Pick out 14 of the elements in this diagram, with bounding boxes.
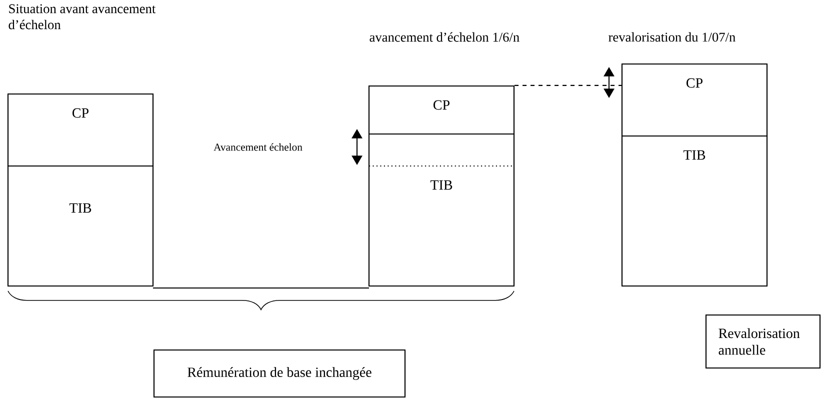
cp-section: CP [368, 85, 515, 135]
cp-section: CP [7, 93, 154, 167]
text-box: Revalorisation annuelle [705, 314, 821, 369]
connector-line [514, 84, 622, 86]
cp-section: CP [621, 63, 768, 137]
column-heading: revalorisation du 1/07/n [608, 32, 736, 42]
text-box: Rémunération de base inchangée [153, 349, 406, 398]
column-heading: Situation avant avancement d’échelon [8, 4, 156, 30]
increase-band [368, 133, 515, 167]
tib-section: TIB [621, 135, 768, 287]
arrow-caption: Avancement échelon [214, 143, 302, 151]
column-heading: avancement d’échelon 1/6/n [370, 32, 520, 42]
tib-section: TIB [7, 165, 154, 287]
tib-section: TIB [368, 165, 515, 287]
